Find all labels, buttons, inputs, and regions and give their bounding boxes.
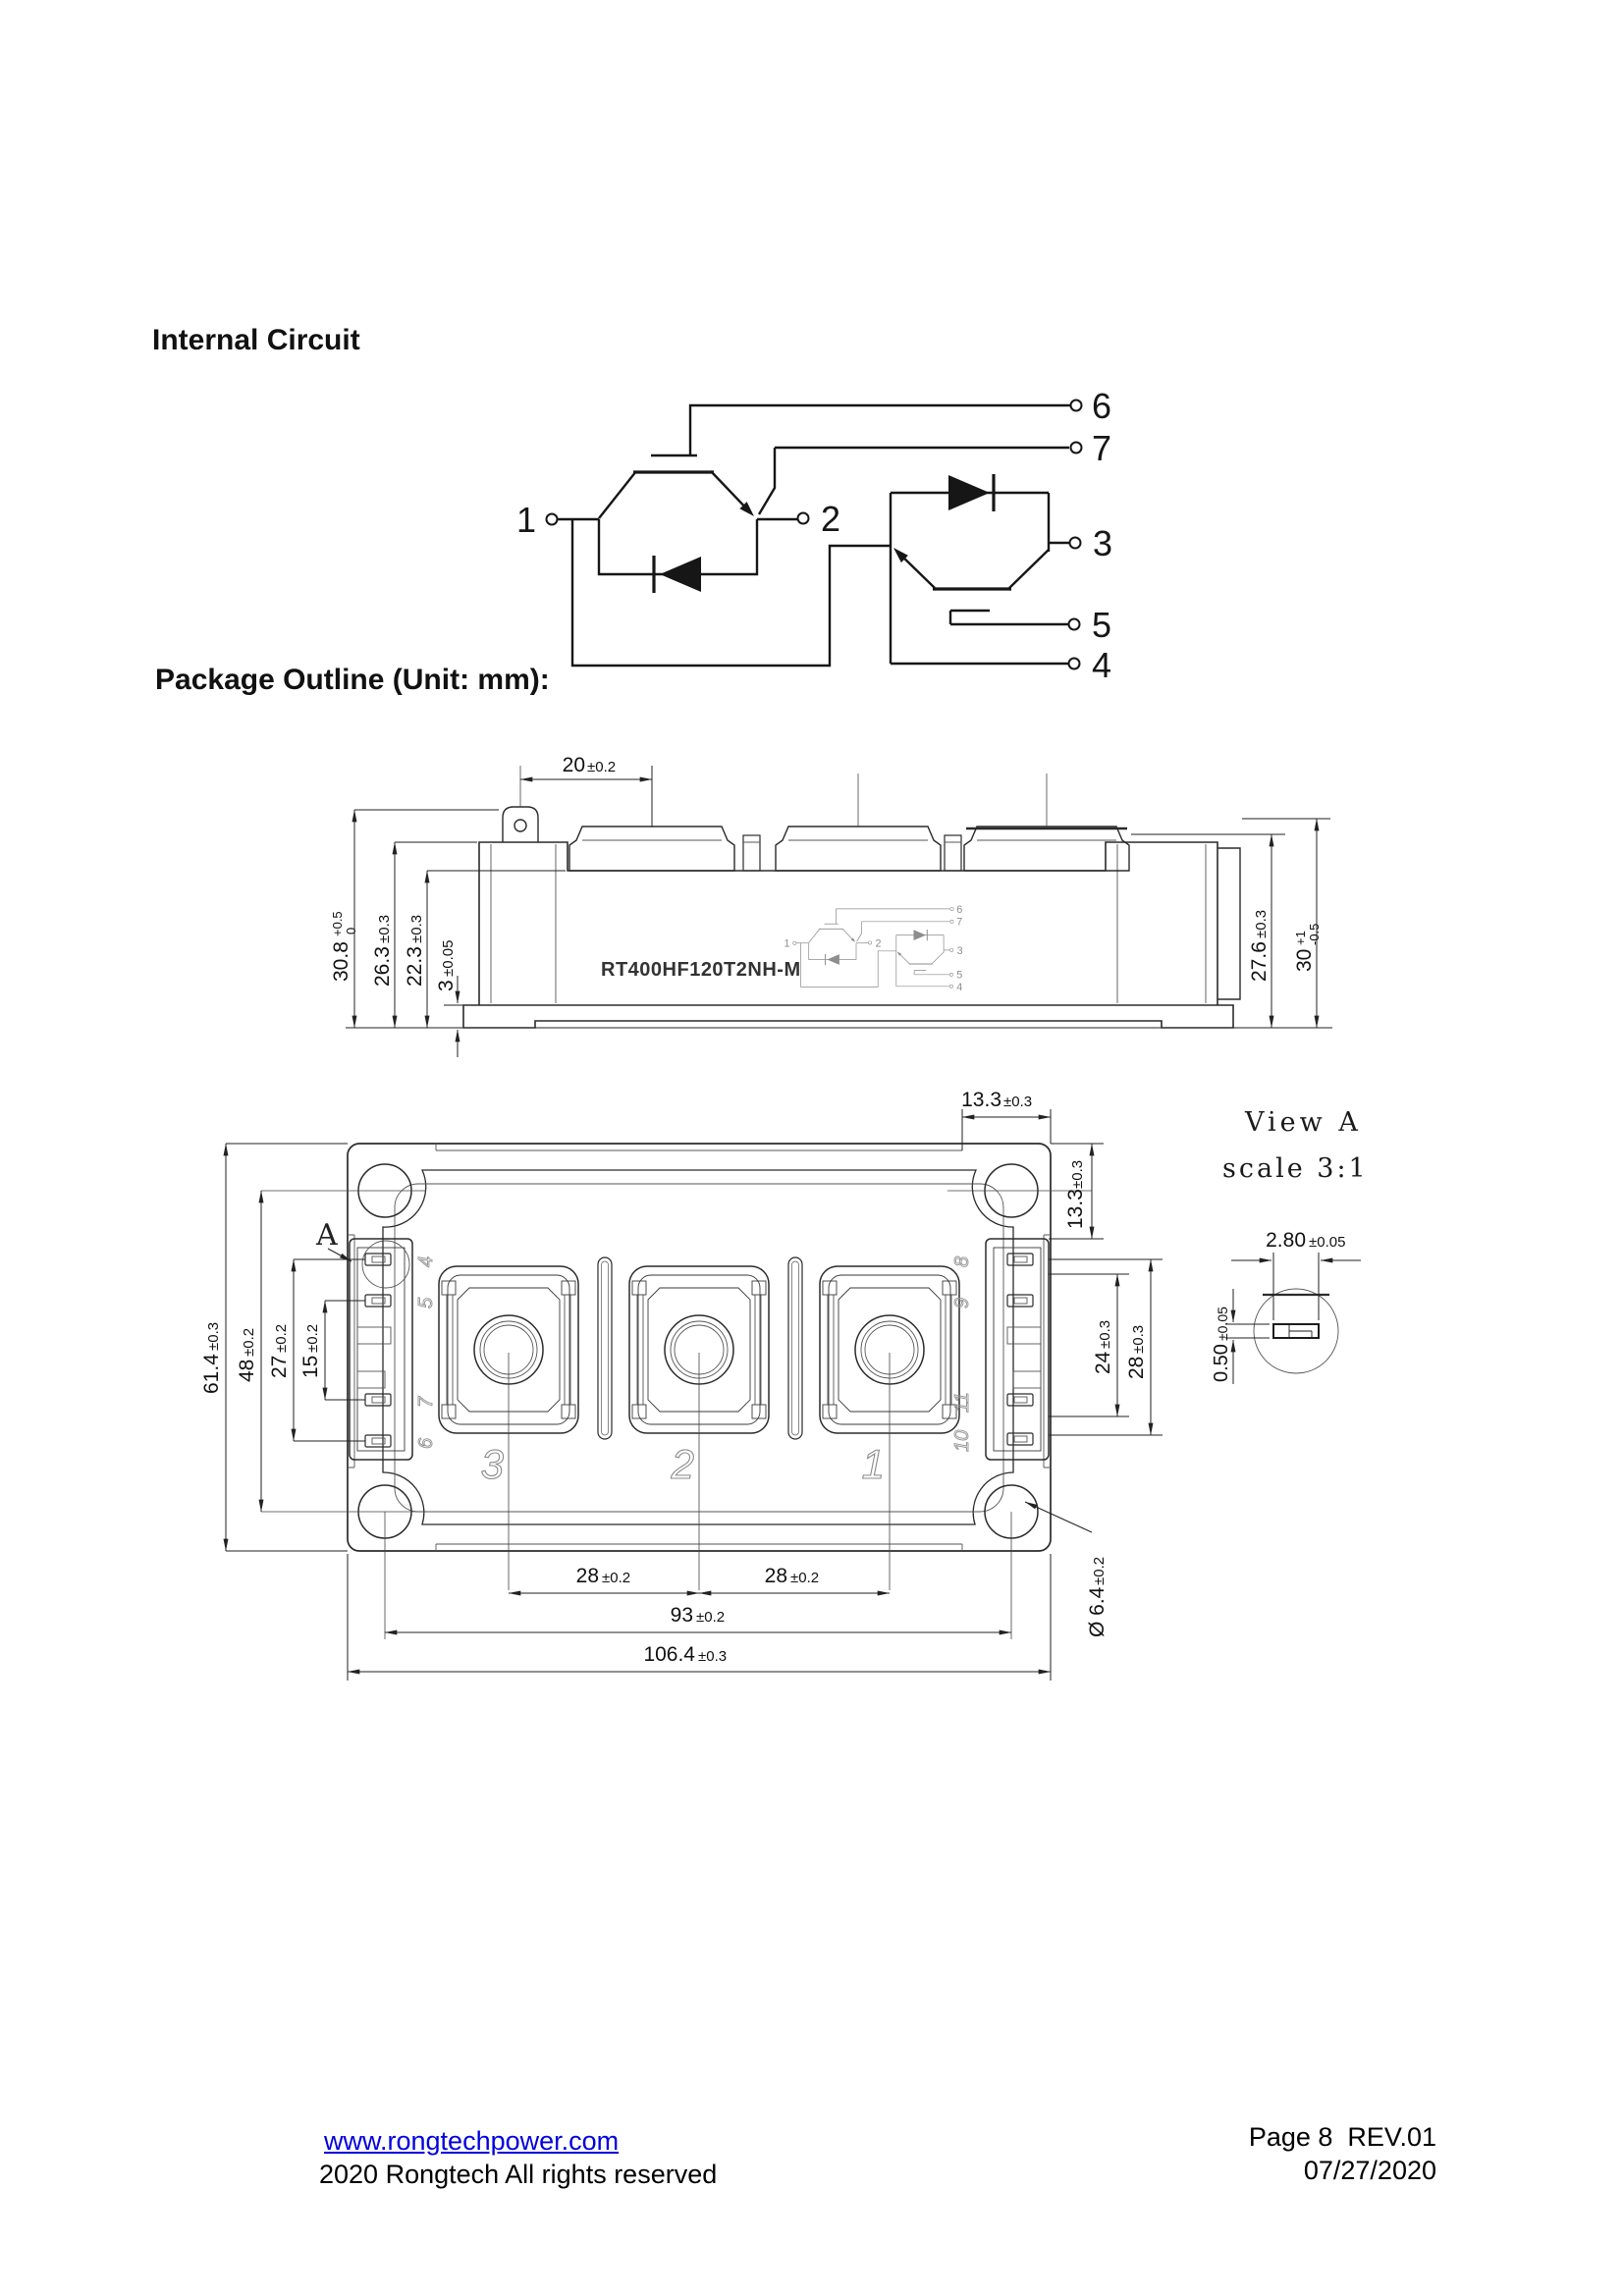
dim-hole-dia-value: Ø 6.4 [1086,1586,1109,1637]
dim-20-value: 20 [563,754,585,776]
view-a-detail: View A scale 3:1 2.80 ±0.05 0.50 ±0.05 [1211,1107,1369,1384]
footer-website-link[interactable]: www.rongtechpower.com [324,2126,620,2156]
pin-11-label: 11 [951,1392,973,1413]
dim-24-tol: ±0.3 [1097,1320,1113,1349]
mounting-hole [984,1163,1039,1218]
dim-28a-value: 28 [576,1565,599,1587]
dim-28b-value: 28 [765,1565,787,1587]
dim-20-tol: ±0.2 [587,759,616,775]
dim-106p4-tol: ±0.3 [698,1648,727,1665]
terminal-7-label: 7 [1092,428,1111,468]
terminal-5-label: 5 [1092,605,1111,645]
dim-28b-tol: ±0.2 [790,1570,819,1586]
dim-61p4-value: 61.4 [200,1354,223,1394]
dim-27p6-tol: ±0.3 [1253,910,1270,938]
view-a-scale: scale 3:1 [1222,1153,1369,1184]
dim-13p3v-value: 13.3 [1064,1189,1087,1229]
terminal-4-label: 4 [1092,645,1111,685]
dim-hole-dia-tol: ±0.2 [1091,1557,1108,1585]
pin-5-label: 5 [415,1297,437,1308]
dim-13p3h-value: 13.3 [961,1089,1001,1111]
diode-icon [948,475,990,510]
dim-106p4-value: 106.4 [643,1643,695,1666]
pin-9-label: 9 [951,1298,973,1308]
dim-61p4-tol: ±0.3 [205,1322,222,1351]
dim-0p50-tol: ±0.05 [1215,1307,1230,1341]
dim-93-tol: ±0.2 [696,1609,725,1626]
emitter-arrow-icon [739,502,754,516]
mounting-hole [357,1163,412,1218]
dim-30p8-value: 30.8 [330,941,352,982]
dim-93-value: 93 [671,1604,693,1627]
dim-48-tol: ±0.2 [241,1328,257,1357]
power-terminal-1-label: 1 [862,1441,885,1487]
package-outline-title: Package Outline (Unit: mm): [155,664,550,696]
power-terminal-3-label: 3 [481,1441,504,1487]
side-view-dimensions [352,766,1330,1057]
dim-27p6-value: 27.6 [1248,941,1271,982]
emitter-arrow-icon [893,548,908,563]
dim-30p8-tol-dn: 0 [344,928,358,934]
dim-28a-tol: ±0.2 [602,1570,630,1586]
dim-0p50-value: 0.50 [1211,1344,1232,1382]
view-a-marker-label: A [315,1218,338,1253]
pin-7-label: 7 [415,1396,437,1408]
part-number-label: RT400HF120T2NH-M [601,959,801,981]
terminal-2-label: 2 [821,499,840,539]
terminal-1-label: 1 [516,500,536,540]
dim-27-tol: ±0.2 [273,1324,290,1353]
dim-15-value: 15 [299,1356,322,1378]
dim-26p3-value: 26.3 [371,946,394,987]
footer-copyright: 2020 Rongtech All rights reserved [319,2160,718,2189]
dim-22p3-value: 22.3 [404,946,426,987]
dim-26p3-tol: ±0.3 [376,915,393,943]
dim-13p3v-tol: ±0.3 [1069,1160,1086,1189]
dim-30-tol-up: +1 [1293,931,1308,945]
dim-30-tol-dn: -0.5 [1307,924,1322,945]
package-side-view: RT400HF120T2NH-M [330,754,1332,1057]
pin-6-label: 6 [415,1437,437,1449]
terminal-3-label: 3 [1093,523,1112,563]
dim-28r-value: 28 [1125,1357,1148,1379]
package-top-view: 4 5 7 6 8 9 11 10 3 2 1 A [200,1089,1163,1681]
view-a-detail-circle [361,1240,410,1289]
dim-24-value: 24 [1092,1351,1114,1374]
dim-22p3-tol: ±0.3 [408,915,425,943]
dim-13p3h-tol: ±0.3 [1003,1094,1032,1110]
footer-date: 07/27/2020 [1303,2156,1436,2185]
terminal-6-label: 6 [1092,386,1111,426]
footer-page-revision: Page 8 REV.01 [1248,2122,1436,2152]
dim-28r-tol: ±0.3 [1130,1325,1147,1354]
pin-4-label: 4 [415,1256,437,1267]
mounting-hole [357,1484,412,1539]
diode-icon [660,557,701,592]
dim-3-value: 3 [435,980,458,991]
internal-circuit-diagram: 1 2 3 4 5 6 7 [516,386,1112,685]
dim-27-value: 27 [268,1356,291,1378]
dim-3-tol: ±0.05 [440,940,457,977]
internal-circuit-title: Internal Circuit [152,324,360,356]
dim-30-value: 30 [1293,949,1316,972]
view-a-title: View A [1244,1107,1362,1138]
dim-2p80-value: 2.80 [1266,1229,1306,1252]
pin-10-label: 10 [951,1430,973,1452]
power-terminal-2-label: 2 [671,1441,694,1487]
dim-2p80-tol: ±0.05 [1309,1234,1345,1251]
printed-circuit-mark [784,903,964,994]
dim-15-tol: ±0.2 [304,1324,321,1353]
dim-48-value: 48 [236,1360,258,1382]
mounting-hole [984,1484,1039,1539]
dim-30p8-tol-up: +0.5 [330,911,345,936]
top-view-dimensions [223,1109,1163,1681]
pin-8-label: 8 [951,1256,973,1267]
